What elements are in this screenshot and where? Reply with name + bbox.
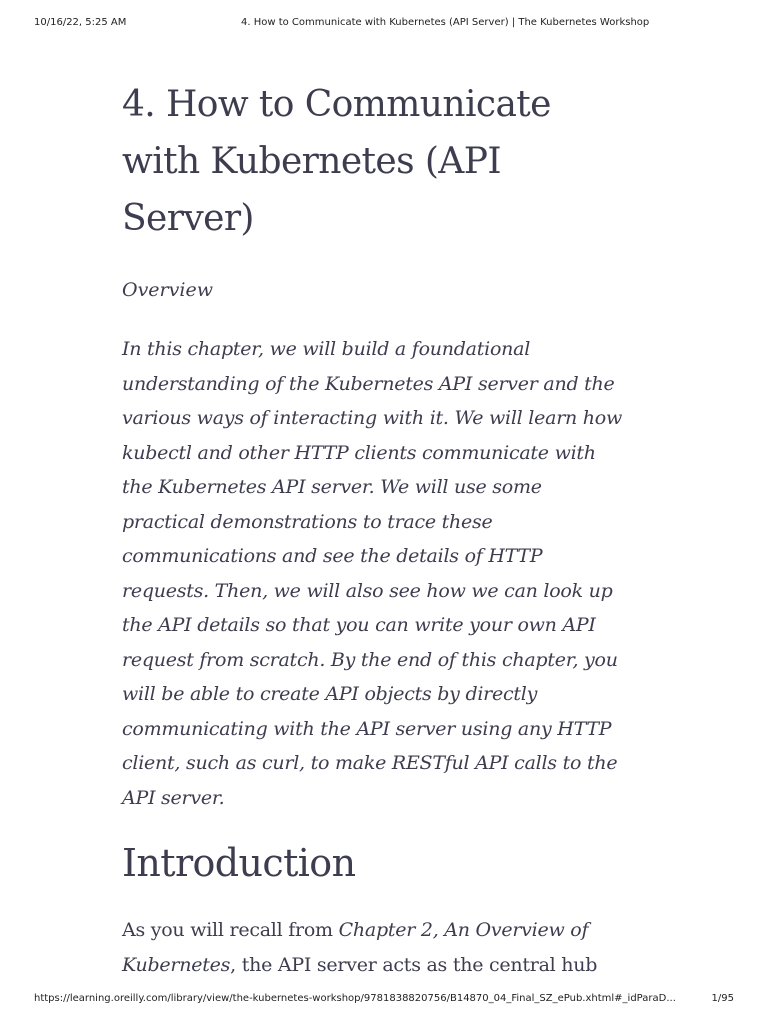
chapter-reference-link: Chapter 2: [338, 919, 433, 941]
chapter-title: 4. How to Communicate with Kubernetes (A…: [122, 84, 551, 239]
print-footer: https://learning.oreilly.com/library/vie…: [34, 993, 734, 1007]
print-page-title: 4. How to Communicate with Kubernetes (A…: [241, 17, 650, 28]
page-url: https://learning.oreilly.com/library/vie…: [34, 993, 676, 1004]
intro-lead-text: As you will recall from: [122, 919, 339, 941]
overview-paragraph: In this chapter, we will build a foundat…: [122, 338, 622, 809]
print-datetime: 10/16/22, 5:25 AM: [34, 17, 127, 28]
intro-rest-text: , the API server acts as the central hub: [230, 954, 598, 976]
chapter-reference-title: An Overview of Kubernetes: [122, 919, 589, 976]
overview-label: Overview: [122, 279, 213, 301]
page-indicator: 1/95: [711, 993, 734, 1004]
reference-separator: ,: [432, 919, 445, 941]
introduction-heading: Introduction: [122, 841, 356, 885]
introduction-paragraph: As you will recall from Chapter 2, An Ov…: [122, 913, 622, 983]
chapter-content: 4. How to Communicate with Kubernetes (A…: [122, 76, 622, 983]
print-header: 10/16/22, 5:25 AM 4. How to Communicate …: [34, 17, 734, 31]
